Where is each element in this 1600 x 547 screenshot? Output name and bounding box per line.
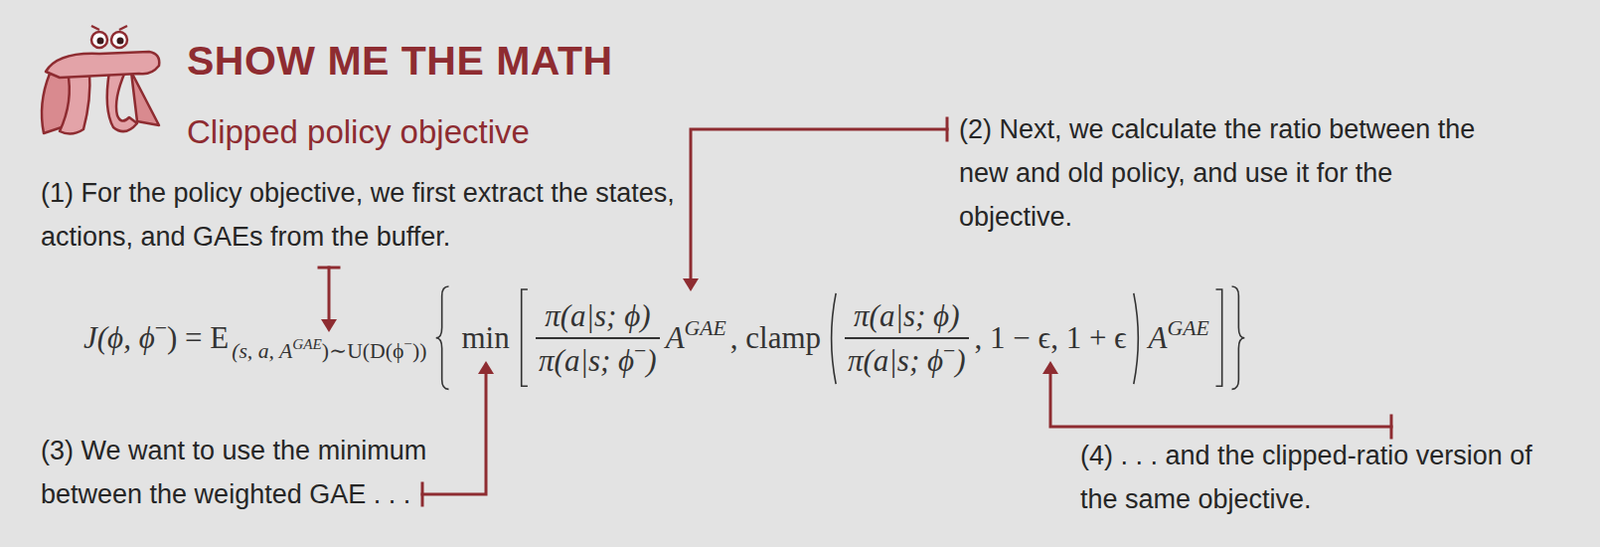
math-text: π(a|s; ϕ) <box>853 298 960 333</box>
math-group: J(ϕ, ϕ−) = E <box>83 319 229 356</box>
arrow-head <box>478 360 494 374</box>
subtitle-wrap: Clipped policy objective <box>186 113 530 152</box>
fraction-bar <box>844 336 969 339</box>
math-text: ) = E <box>166 320 229 355</box>
left-bracket <box>517 288 530 387</box>
delimiter-stroke <box>1232 286 1246 389</box>
math-operator: , clamp <box>730 319 821 356</box>
math-text: (s, a, A <box>231 338 293 363</box>
math-superscript: − <box>155 316 167 340</box>
callout-note: (1) For the policy objective, we first e… <box>40 170 757 259</box>
math-superscript: − <box>943 338 956 363</box>
mascot-brow <box>91 25 128 30</box>
equation: J(ϕ, ϕ−) = E (s, a, AGAE)∼U(D(ϕ−)) min π… <box>81 283 1249 393</box>
equation-wrap: J(ϕ, ϕ−) = E (s, a, AGAE)∼U(D(ϕ−)) min π… <box>81 283 1249 393</box>
leader-cap <box>1390 415 1394 438</box>
math-text: A <box>1148 320 1168 355</box>
math-operator: min <box>461 319 509 356</box>
denominator: π(a|s; ϕ−) <box>844 341 969 379</box>
mascot-pupil <box>117 37 125 45</box>
math-text: ) <box>955 342 965 378</box>
mascot-pupil <box>97 37 105 45</box>
math-text: J(ϕ, ϕ <box>83 320 156 355</box>
denominator: π(a|s; ϕ−) <box>535 341 660 379</box>
math-text: π(a|s; ϕ) <box>544 298 650 333</box>
arrow-head <box>1042 360 1059 374</box>
math-superscript: − <box>403 334 413 352</box>
math-text: )) <box>412 338 427 363</box>
note-wrap: (4) . . . and the clipped-ratio version … <box>1080 433 1538 521</box>
leader-line <box>1050 372 1392 427</box>
right-brace <box>1229 285 1247 390</box>
math-text: )∼U(D(ϕ <box>321 338 405 363</box>
fraction-bar <box>535 336 660 339</box>
math-superscript: GAE <box>292 334 322 352</box>
arrow-head <box>682 278 699 292</box>
leader-line <box>422 372 486 494</box>
pi-mascot <box>41 25 160 135</box>
note-wrap: (2) Next, we calculate the ratio between… <box>959 107 1501 239</box>
math-text: π(a|s; ϕ <box>847 342 944 378</box>
math-superscript: GAE <box>684 316 727 340</box>
right-bracket <box>1213 288 1226 387</box>
callout-note: (4) . . . and the clipped-ratio version … <box>1080 433 1538 521</box>
title: SHOW ME THE MATH <box>186 37 614 85</box>
mascot-leg <box>107 71 138 132</box>
delimiter-stroke <box>436 286 450 389</box>
fraction: π(a|s; ϕ) π(a|s; ϕ−) <box>844 297 969 379</box>
math-subscript: (s, a, AGAE)∼U(D(ϕ−)) <box>231 337 427 364</box>
left-paren <box>824 292 839 385</box>
mascot-cape <box>131 71 160 126</box>
arrow-head <box>320 319 337 332</box>
numerator: π(a|s; ϕ) <box>850 297 962 334</box>
leader-line <box>327 267 331 320</box>
leader-cap <box>421 482 425 505</box>
leader-cap <box>319 266 339 270</box>
mascot-eye <box>91 31 108 48</box>
right-paren <box>1130 292 1145 385</box>
callout-note: (2) Next, we calculate the ratio between… <box>959 107 1501 239</box>
delimiter-stroke <box>1132 292 1138 383</box>
math-group: AGAE <box>1148 319 1210 356</box>
math-text: , 1 − ϵ, 1 + ϵ <box>974 319 1127 356</box>
math-text: ) <box>645 342 656 378</box>
note-wrap: (3) We want to use the minimum between t… <box>40 428 508 516</box>
mascot-leg <box>59 71 90 135</box>
title-wrap: SHOW ME THE MATH <box>186 37 614 85</box>
subtitle: Clipped policy objective <box>186 113 530 152</box>
mascot-eye <box>111 31 128 48</box>
math-text: π(a|s; ϕ <box>538 342 635 378</box>
fraction: π(a|s; ϕ) π(a|s; ϕ−) <box>535 297 660 379</box>
math-group: AGAE <box>665 319 727 356</box>
callout-note: (3) We want to use the minimum between t… <box>40 428 508 516</box>
numerator: π(a|s; ϕ) <box>541 297 653 334</box>
delimiter-stroke <box>1215 289 1222 386</box>
delimiter-stroke <box>831 292 837 383</box>
delimiter-stroke <box>520 289 527 386</box>
leader-cap <box>946 118 950 141</box>
math-text: A <box>665 320 685 355</box>
math-superscript: − <box>634 338 646 363</box>
note-wrap: (1) For the policy objective, we first e… <box>40 170 757 259</box>
mascot-bar <box>45 51 160 78</box>
left-brace <box>434 285 452 390</box>
math-superscript: GAE <box>1167 316 1210 340</box>
leader-line <box>690 129 948 280</box>
